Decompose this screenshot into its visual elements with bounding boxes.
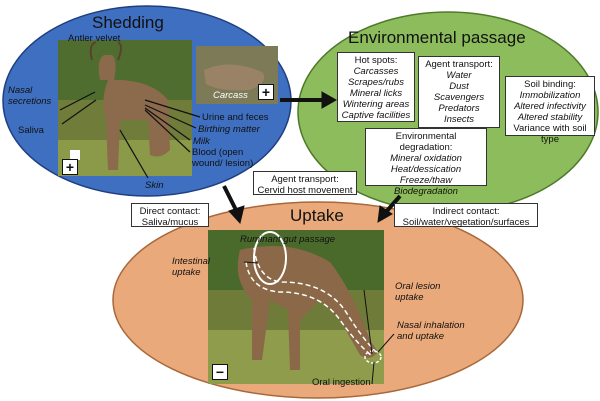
- indirect-heading: Indirect contact:: [432, 206, 500, 217]
- hot-spot-item: Mineral licks: [349, 88, 403, 99]
- shedding-arrows: [59, 91, 201, 179]
- agent-transport-item: Predators: [438, 103, 480, 114]
- intestinal-uptake-label: Intestinal uptake: [172, 256, 211, 278]
- nasal-inhalation-label: Nasal inhalation and uptake: [397, 320, 465, 342]
- hot-spot-item: Wintering areas: [342, 99, 410, 110]
- soil-binding-heading: Soil binding:: [524, 79, 576, 90]
- hot-spot-item: Captive facilities: [341, 110, 411, 121]
- deer-photo-shedding: [58, 40, 192, 176]
- soil-binding-item: Altered stability: [517, 112, 583, 123]
- indirect-contact-box: Indirect contact: Soil/water/vegetation/…: [394, 203, 538, 228]
- shedding-plus-sign: +: [62, 159, 78, 175]
- urine-feces-label: Urine and feces: [202, 112, 269, 123]
- ruminant-gut-label: Ruminant gut passage: [240, 234, 336, 245]
- antler-velvet-label: Antler velvet: [68, 33, 121, 44]
- agent-transport-item: Dust: [449, 81, 469, 92]
- direct-heading: Direct contact:: [139, 206, 201, 217]
- skin-label: Skin: [145, 180, 164, 191]
- cervid-heading: Agent transport:: [271, 174, 339, 185]
- uptake-pointers: [243, 261, 395, 385]
- indirect-text: Soil/water/vegetation/surfaces: [402, 217, 530, 228]
- agent-transport-heading: Agent transport:: [425, 59, 493, 70]
- saliva-label: Saliva: [18, 125, 44, 136]
- degradation-item: Mineral oxidation: [390, 153, 462, 164]
- oral-ingestion-label: Oral ingestion: [312, 377, 371, 388]
- birthing-matter-label: Birthing matter: [198, 124, 260, 135]
- nasal-secretions-label: Nasal secretions: [8, 85, 52, 107]
- degradation-heading: Environmental degradation:: [395, 131, 457, 153]
- carcass-label: Carcass: [213, 90, 248, 101]
- soil-binding-item: Variance with soil type: [513, 123, 587, 145]
- soil-binding-item: Immobilization: [519, 90, 581, 101]
- carcass-photo: [196, 46, 278, 104]
- cervid-host-movement-box: Agent transport: Cervid host movement: [253, 171, 357, 196]
- environmental-degradation-box: Environmental degradation: Mineral oxida…: [365, 128, 487, 197]
- milk-label: Milk: [193, 136, 210, 147]
- agent-transport-box: Agent transport: Water Dust Scavengers P…: [418, 56, 500, 128]
- hot-spot-item: Scrapes/rubs: [348, 77, 404, 88]
- soil-binding-box: Soil binding: Immobilization Altered inf…: [505, 76, 595, 145]
- degradation-item: Heat/dessication: [390, 164, 462, 175]
- hot-spots-box: Hot spots: Carcasses Scrapes/rubs Minera…: [337, 52, 415, 122]
- direct-text: Saliva/mucus: [141, 217, 199, 228]
- hot-spot-item: Carcasses: [353, 66, 399, 77]
- hot-spots-heading: Hot spots:: [354, 55, 398, 66]
- direct-contact-box: Direct contact: Saliva/mucus: [131, 203, 209, 228]
- degradation-item: Freeze/thaw: [399, 175, 453, 186]
- agent-transport-item: Water: [446, 70, 472, 81]
- soil-binding-item: Altered infectivity: [514, 101, 586, 112]
- flow-arrows: [222, 91, 402, 225]
- agent-transport-item: Scavengers: [433, 92, 485, 103]
- degradation-item: Biodegradation: [394, 186, 458, 197]
- carcass-plus-sign: +: [258, 84, 274, 100]
- agent-transport-item: Insects: [443, 114, 475, 125]
- blood-label: Blood (open wound/ lesion): [192, 147, 254, 169]
- shedding-title: Shedding: [92, 13, 164, 32]
- deer-photo-uptake: [208, 230, 384, 384]
- environmental-passage-title: Environmental passage: [348, 28, 526, 47]
- oral-lesion-label: Oral lesion uptake: [395, 281, 441, 303]
- uptake-title: Uptake: [290, 206, 344, 225]
- cervid-text: Cervid host movement: [257, 185, 353, 196]
- uptake-minus-sign: −: [212, 364, 228, 380]
